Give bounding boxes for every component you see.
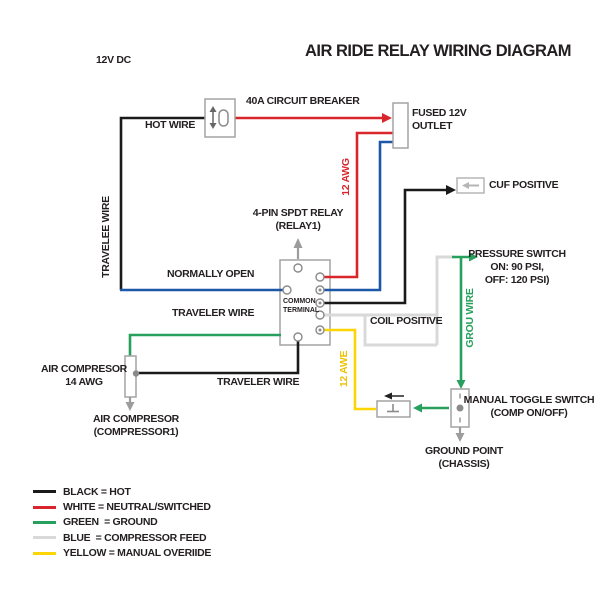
page-title: AIR RIDE RELAY WIRING DIAGRAM bbox=[305, 42, 572, 60]
legend-row-black: BLACK = HOT bbox=[33, 484, 211, 499]
wire-cuf-black bbox=[322, 188, 447, 305]
legend-label-yellow: YELLOW = MANUAL OVERIIDE bbox=[63, 547, 212, 560]
legend-swatch-blue bbox=[33, 536, 56, 540]
legend-swatch-black bbox=[33, 490, 56, 494]
wire-hot-black bbox=[119, 116, 205, 290]
legend-row-red: WHITE = NEUTRAL/SWITCHED bbox=[33, 499, 211, 514]
ground-arrow-icon bbox=[384, 392, 404, 400]
wire-traveler-black bbox=[139, 341, 300, 375]
legend-row-green: GREEN = GROUND bbox=[33, 515, 211, 530]
normally-open-label: NORMALLY OPEN bbox=[167, 268, 255, 280]
relay-pin-dots bbox=[318, 288, 322, 332]
arrowhead-toggle-out bbox=[413, 403, 422, 413]
legend-swatch-red bbox=[33, 505, 56, 509]
legend-row-yellow: YELLOW = MANUAL OVERIIDE bbox=[33, 546, 211, 561]
legend-label-blue: BLUE = COMPRESSOR FEED bbox=[63, 531, 207, 544]
wire-traveler-green bbox=[128, 333, 281, 357]
arrowhead-cuf bbox=[446, 185, 456, 195]
common-terminal-label: COMMON TERMINAL bbox=[283, 298, 320, 314]
gauge-12awe-label: 12 AWE bbox=[338, 350, 350, 388]
arrowhead-pressure bbox=[469, 252, 478, 262]
ground-point-pointer-arrow bbox=[455, 427, 465, 442]
relay-label: 4-PIN SPDT RELAY (RELAY1) bbox=[252, 207, 344, 232]
chassis-ground-icon bbox=[387, 404, 399, 413]
fused-outlet-box bbox=[392, 102, 409, 149]
legend-label-green: GREEN = GROUND bbox=[63, 516, 158, 529]
circuit-breaker-label: 40A CIRCUIT BREAKER bbox=[246, 95, 360, 107]
compressor-pointer-arrow bbox=[125, 397, 135, 411]
arrowhead-breaker bbox=[382, 113, 392, 123]
cuf-positive-label: CUF POSITIVE bbox=[489, 179, 559, 191]
legend-row-blue: BLUE = COMPRESSOR FEED bbox=[33, 530, 211, 545]
ground-point-label: GROUND POINT (CHASSIS) bbox=[424, 445, 504, 470]
power-source-label: 12V DC bbox=[96, 54, 131, 66]
traveler-wire-top-label: TRAVELER WIRE bbox=[172, 307, 255, 319]
travelee-wire-label: TRAVELEE WIRE bbox=[100, 196, 112, 278]
compressor-feed-label: AIR COMPRESOR 14 AWG bbox=[41, 363, 127, 388]
toggle-switch-label: MANUAL TOGGLE SWITCH (COMP ON/OFF) bbox=[463, 394, 595, 419]
cuf-arrow-icon bbox=[462, 182, 479, 189]
wire-12awg-red bbox=[322, 131, 393, 279]
compressor-label: AIR COMPRESOR (COMPRESSOR1) bbox=[93, 413, 179, 438]
traveler-wire-bottom-label: TRAVELER WIRE bbox=[217, 376, 300, 388]
relay-pins bbox=[282, 263, 325, 342]
fused-outlet-label: FUSED 12V OUTLET bbox=[412, 107, 467, 132]
compressor-junction-dot bbox=[132, 370, 140, 377]
breaker-icon bbox=[209, 106, 229, 129]
wire-coil-positive-white bbox=[322, 255, 455, 347]
arrowhead-toggle-in bbox=[456, 380, 466, 389]
coil-positive-label: COIL POSITIVE bbox=[370, 315, 443, 327]
legend-swatch-yellow bbox=[33, 551, 56, 555]
legend-label-black: BLACK = HOT bbox=[63, 485, 131, 498]
ground-wire-label: GROU WIRE bbox=[464, 288, 476, 348]
relay-pointer-arrow bbox=[293, 238, 303, 259]
legend-swatch-green bbox=[33, 520, 56, 524]
wire-outlet-blue bbox=[322, 140, 393, 292]
toggle-icon bbox=[456, 393, 464, 423]
pressure-switch-label: PRESSURE SWITCH ON: 90 PSI, OFF: 120 PSI… bbox=[468, 248, 566, 286]
hot-wire-label: HOT WIRE bbox=[145, 119, 196, 131]
legend: BLACK = HOT WHITE = NEUTRAL/SWITCHED GRE… bbox=[33, 484, 211, 561]
gauge-12awg-label: 12 AWG bbox=[340, 158, 352, 196]
wire-override-yellow bbox=[322, 328, 376, 411]
legend-label-red: WHITE = NEUTRAL/SWITCHED bbox=[63, 501, 211, 514]
